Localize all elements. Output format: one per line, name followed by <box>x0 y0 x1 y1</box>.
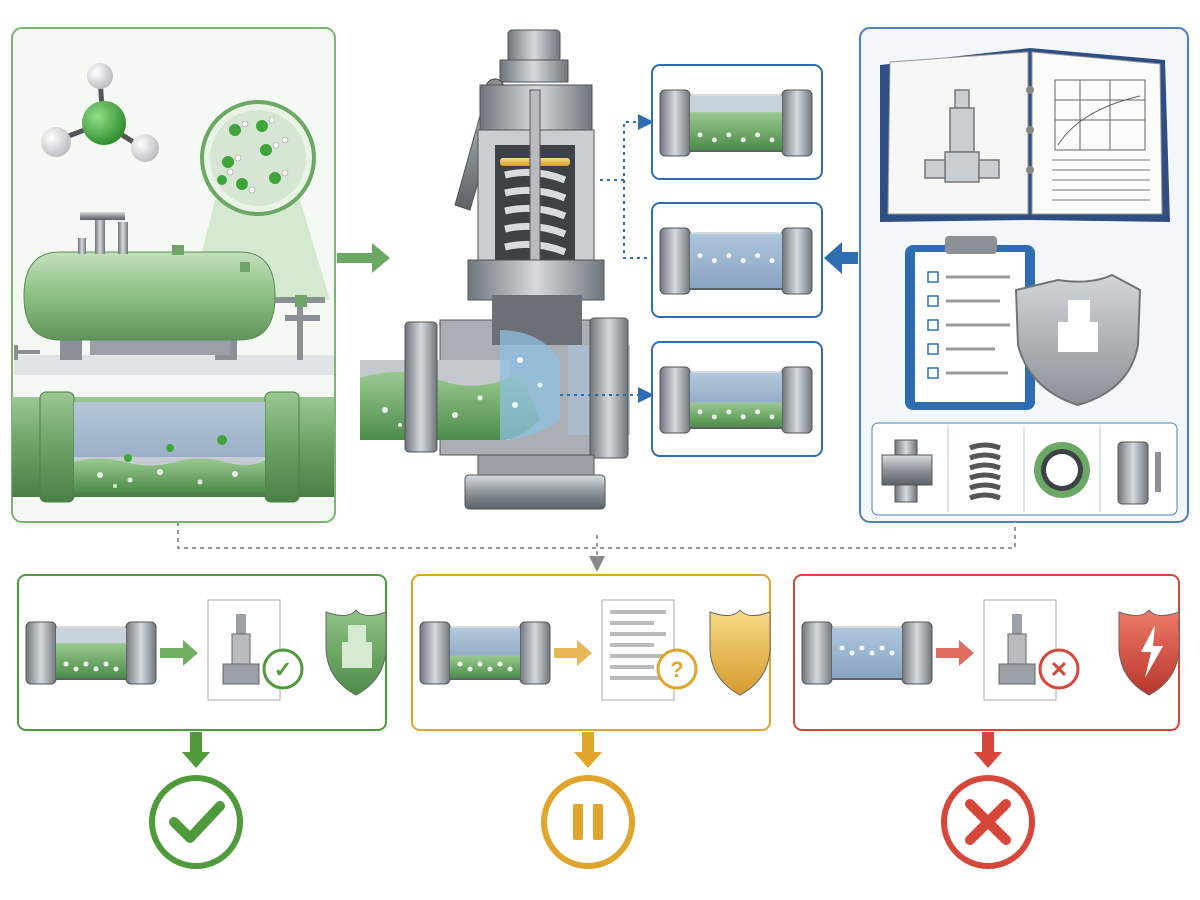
status-symbol: ? <box>670 657 683 682</box>
outcome-arrow-icon <box>936 640 974 666</box>
status-symbol: ✓ <box>274 657 292 682</box>
status-badge: ? <box>656 648 698 690</box>
safety-relief-valve-icon <box>360 29 630 510</box>
datasheet-icon <box>207 599 281 701</box>
status-badge: ✕ <box>1038 648 1080 690</box>
ammonia-molecule-icon <box>41 63 159 162</box>
outcome-pipe-icon <box>801 621 933 685</box>
valve-shield-icon <box>1014 273 1142 407</box>
valve-body-icon <box>881 439 933 503</box>
storage-tank-icon <box>14 212 334 375</box>
outcome-card-approved: ✓ <box>17 574 387 731</box>
source-panel <box>11 27 336 523</box>
collector-line <box>177 522 1016 572</box>
check-circle-icon <box>149 775 243 869</box>
flow-connectors <box>560 114 654 403</box>
result-arrow-icon <box>574 732 602 768</box>
x-circle-icon <box>941 775 1035 869</box>
datasheet-icon <box>601 599 675 701</box>
outcome-shield-icon <box>709 609 771 696</box>
outcome-pipe-icon <box>419 621 551 685</box>
manual-book-icon <box>880 48 1170 222</box>
outcome-arrow-icon <box>554 640 592 666</box>
reference-arrow-icon <box>824 242 858 274</box>
datasheet-icon <box>983 599 1057 701</box>
spring-icon <box>969 442 1001 501</box>
flow-card-vapor-flow <box>651 202 823 318</box>
flow-card-liquid-flow <box>651 64 823 180</box>
outcome-arrow-icon <box>160 640 198 666</box>
outcomes: ✓? ✕ <box>17 574 1180 869</box>
outcome-shield-icon <box>325 609 387 696</box>
flow-card-two-phase-flow <box>651 341 823 457</box>
seal-ring-icon <box>1034 442 1090 498</box>
checklist-clipboard-icon <box>905 236 1035 410</box>
status-badge: ✓ <box>262 648 304 690</box>
outcome-shield-icon <box>1118 609 1180 696</box>
outcome-pipe-icon <box>25 621 157 685</box>
pipe-liquid-icon <box>659 89 813 157</box>
pipe-vapor-icon <box>659 227 813 295</box>
flow-conditions <box>651 64 823 457</box>
source-pipe-icon <box>12 391 334 503</box>
flow-arrow-icon <box>337 243 390 273</box>
result-arrow-icon <box>974 732 1002 768</box>
parts-strip <box>871 422 1178 516</box>
pause-circle-icon <box>541 775 635 869</box>
result-arrow-icon <box>182 732 210 768</box>
status-symbol: ✕ <box>1050 657 1068 682</box>
pipe-two-phase-icon <box>659 366 813 434</box>
outcome-card-hold: ? <box>411 574 771 731</box>
reference-panel <box>859 27 1189 523</box>
nozzle-icon <box>1117 441 1161 505</box>
outcome-card-rejected: ✕ <box>793 574 1180 731</box>
